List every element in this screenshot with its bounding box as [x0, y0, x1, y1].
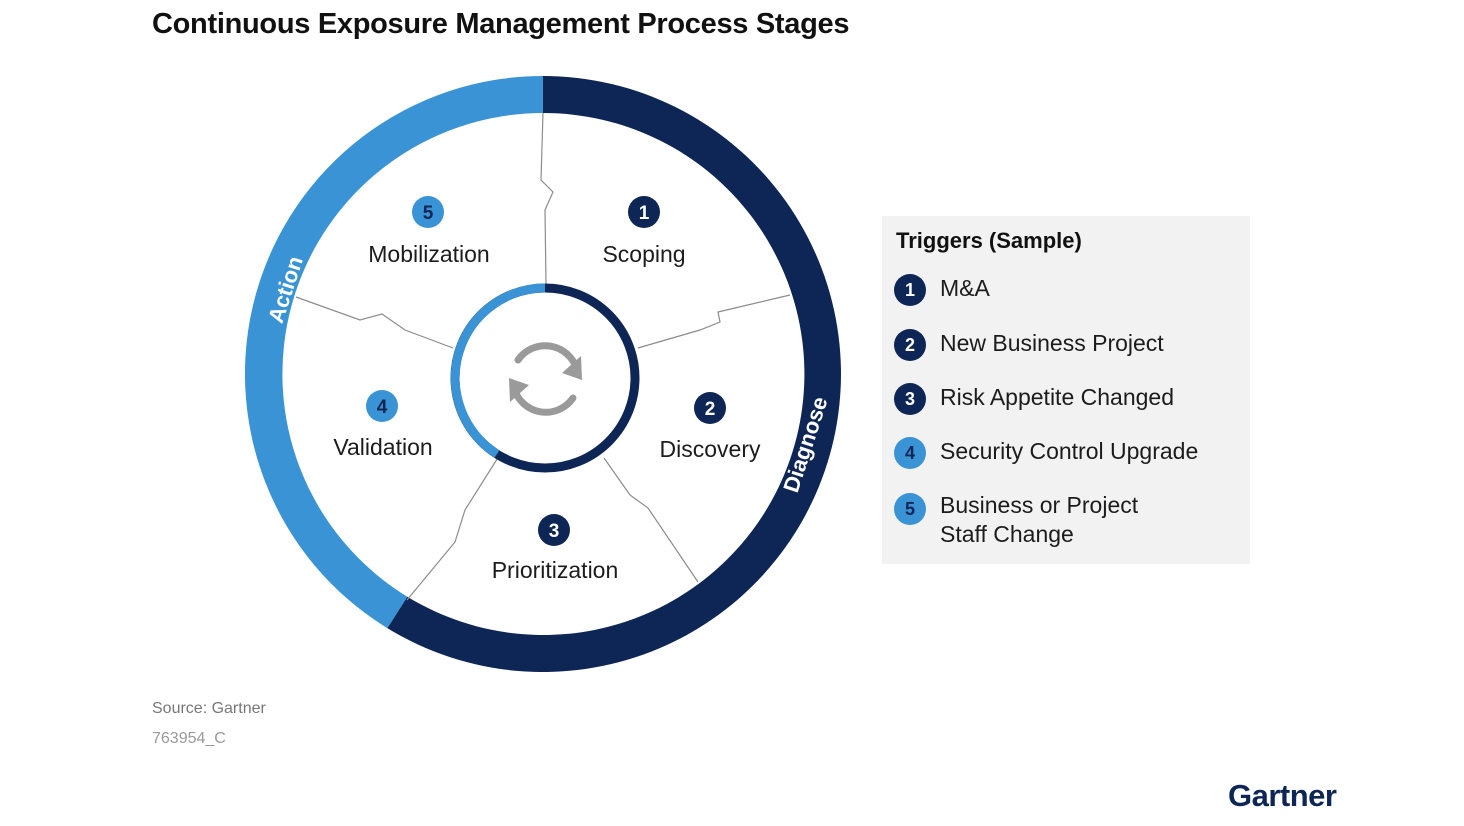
- stage-label: Discovery: [660, 436, 761, 462]
- stage-3: 3 Prioritization: [492, 514, 619, 583]
- inner-ring-action-arc: [450, 283, 546, 458]
- triggers-title: Triggers (Sample): [896, 228, 1082, 253]
- stage-2: 2 Discovery: [660, 392, 761, 462]
- trigger-number-badge: 1: [894, 274, 926, 306]
- divider-line: [603, 457, 699, 583]
- stage-number: 4: [377, 397, 388, 418]
- stage-1: 1 Scoping: [602, 196, 686, 267]
- divider-line: [295, 296, 454, 349]
- trigger-text: Security Control Upgrade: [940, 438, 1199, 464]
- trigger-text: Risk Appetite Changed: [940, 384, 1174, 410]
- stage-number-badge: [412, 196, 444, 228]
- stage-label: Prioritization: [492, 557, 619, 583]
- stage-number-badge: [628, 196, 660, 228]
- diagnose-ring-segment: [387, 76, 841, 672]
- divider-line: [637, 294, 791, 349]
- gartner-logo: Gartner: [1228, 778, 1337, 813]
- divider-line: [406, 455, 500, 601]
- inner-ring: [450, 283, 640, 473]
- stage-number-badge: [366, 390, 398, 422]
- trigger-number-badge: 4: [894, 437, 926, 469]
- stage-number: 3: [549, 521, 560, 542]
- trigger-text: Business or Project Staff Change: [940, 492, 1139, 547]
- divider-line: [540, 112, 554, 286]
- trigger-item: 5 Business or Project Staff Change: [894, 491, 1165, 549]
- stage-number-badge: [694, 392, 726, 424]
- stage-label: Validation: [333, 434, 432, 460]
- action-ring-segment: [244, 76, 543, 629]
- source-note: Source: Gartner: [152, 700, 266, 717]
- trigger-item: 1 M&A: [894, 274, 1240, 306]
- trigger-item: 3 Risk Appetite Changed: [894, 383, 1240, 415]
- trigger-item: 2 New Business Project: [894, 329, 1240, 361]
- stage-5: 5 Mobilization: [368, 196, 490, 267]
- stage-number: 1: [639, 203, 650, 224]
- triggers-panel: Triggers (Sample) 1 M&A 2 New Business P…: [882, 216, 1250, 564]
- trigger-text: M&A: [940, 275, 990, 301]
- trigger-number-badge: 2: [894, 329, 926, 361]
- trigger-text: New Business Project: [940, 330, 1164, 356]
- stage-label: Mobilization: [368, 241, 489, 267]
- trigger-number-badge: 5: [894, 493, 926, 525]
- stage-label: Scoping: [602, 241, 685, 267]
- trigger-item: 4 Security Control Upgrade: [894, 437, 1240, 469]
- segment-dividers: [295, 112, 791, 601]
- document-code: 763954_C: [152, 730, 226, 747]
- stage-number: 2: [705, 399, 716, 420]
- page-title: Continuous Exposure Management Process S…: [152, 8, 850, 40]
- refresh-cycle-icon: [509, 342, 582, 416]
- stage-4: 4 Validation: [333, 390, 433, 460]
- stage-number: 5: [423, 203, 434, 224]
- trigger-number-badge: 3: [894, 383, 926, 415]
- stage-number-badge: [538, 514, 570, 546]
- outer-ring: [244, 76, 841, 672]
